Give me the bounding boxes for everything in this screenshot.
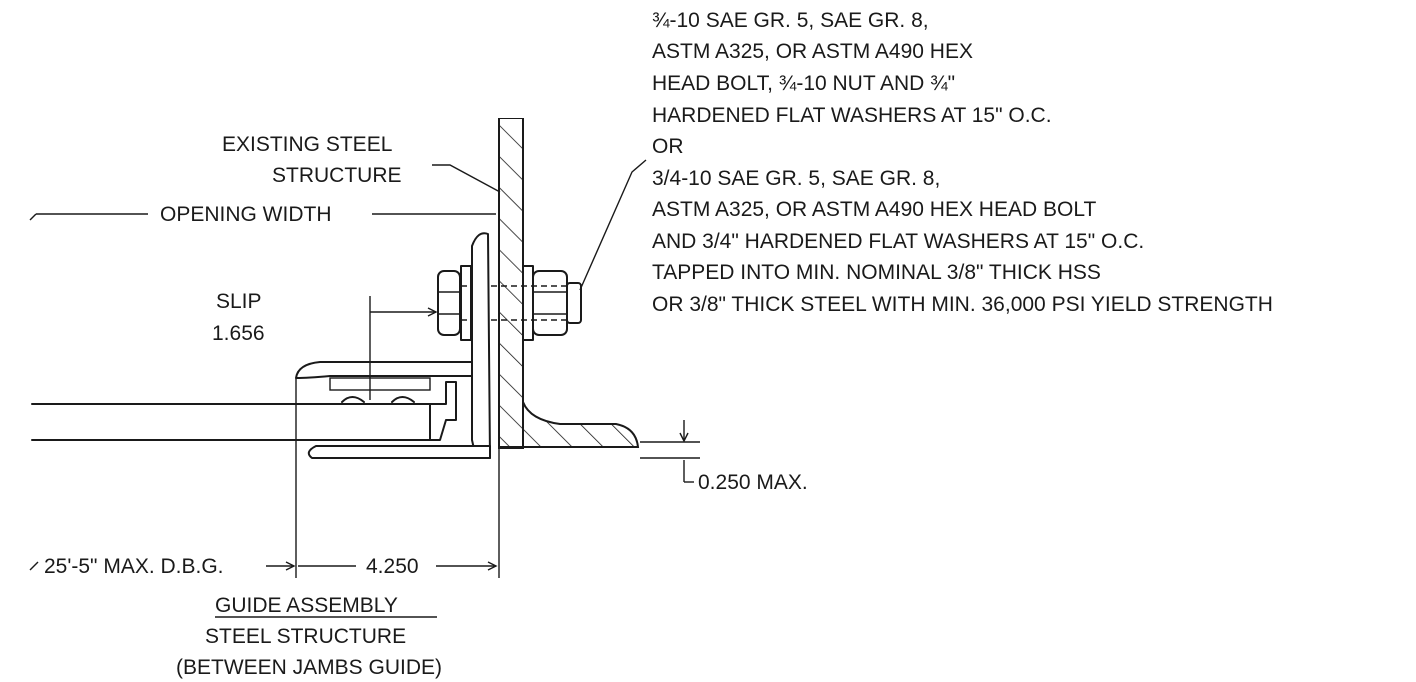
bolt-head bbox=[437, 270, 461, 336]
panel-roller-1 bbox=[341, 396, 365, 403]
note-line-1: ¾-10 SAE GR. 5, SAE GR. 8, bbox=[652, 9, 929, 32]
slip-dimension: SLIP 1.656 bbox=[212, 290, 438, 345]
guide-top-flange bbox=[295, 361, 473, 379]
gap-max-label: 0.250 MAX. bbox=[698, 471, 808, 494]
note-line-10: OR 3/8" THICK STEEL WITH MIN. 36,000 PSI… bbox=[652, 293, 1273, 316]
slip-value: 1.656 bbox=[212, 322, 265, 345]
washer-right bbox=[522, 265, 534, 341]
hex-nut bbox=[532, 270, 568, 336]
washer-left bbox=[460, 265, 472, 341]
door-panel bbox=[31, 377, 457, 441]
caption-line-2: STEEL STRUCTURE bbox=[205, 625, 406, 648]
note-line-2: ASTM A325, OR ASTM A490 HEX bbox=[652, 40, 973, 63]
opening-width-dimension: OPENING WIDTH bbox=[29, 203, 496, 226]
guide-vertical-leg bbox=[471, 232, 491, 459]
caption-line-1: GUIDE ASSEMBLY bbox=[215, 594, 398, 617]
guide-angle bbox=[295, 232, 491, 459]
gap-dimension: 0.250 MAX. bbox=[640, 420, 808, 494]
bolt-end bbox=[566, 282, 582, 324]
note-line-7: ASTM A325, OR ASTM A490 HEX HEAD BOLT bbox=[652, 198, 1096, 221]
note-line-6: 3/4-10 SAE GR. 5, SAE GR. 8, bbox=[652, 167, 940, 190]
drawing-caption: GUIDE ASSEMBLY STEEL STRUCTURE (BETWEEN … bbox=[176, 594, 442, 679]
existing-steel-angle bbox=[492, 112, 640, 449]
existing-steel-callout: EXISTING STEEL STRUCTURE bbox=[222, 133, 501, 193]
note-line-5: OR bbox=[652, 135, 684, 158]
dim-4250-label: 4.250 bbox=[366, 555, 419, 578]
steel-horizontal-leg bbox=[499, 401, 640, 448]
opening-width-label: OPENING WIDTH bbox=[160, 203, 332, 226]
caption-line-3: (BETWEEN JAMBS GUIDE) bbox=[176, 656, 442, 679]
note-line-9: TAPPED INTO MIN. NOMINAL 3/8" THICK HSS bbox=[652, 261, 1101, 284]
bottom-dimensions: 25'-5" MAX. D.B.G. 4.250 bbox=[29, 555, 498, 578]
bolt-note: ¾-10 SAE GR. 5, SAE GR. 8, ASTM A325, OR… bbox=[579, 9, 1273, 316]
note-leader bbox=[579, 159, 647, 291]
panel-end-cap bbox=[429, 381, 457, 441]
note-line-4: HARDENED FLAT WASHERS AT 15" O.C. bbox=[652, 104, 1052, 127]
panel-roller-2 bbox=[391, 396, 415, 403]
max-dbg-label: 25'-5" MAX. D.B.G. bbox=[44, 555, 224, 578]
note-line-3: HEAD BOLT, ¾-10 NUT AND ¾" bbox=[652, 72, 955, 95]
slip-label: SLIP bbox=[216, 290, 262, 313]
steel-vertical-leg bbox=[498, 117, 524, 449]
existing-steel-label-1: EXISTING STEEL bbox=[222, 133, 392, 156]
existing-steel-label-2: STRUCTURE bbox=[272, 164, 402, 187]
note-line-8: AND 3/4" HARDENED FLAT WASHERS AT 15" O.… bbox=[652, 230, 1144, 253]
guide-bottom-leg bbox=[307, 445, 491, 459]
